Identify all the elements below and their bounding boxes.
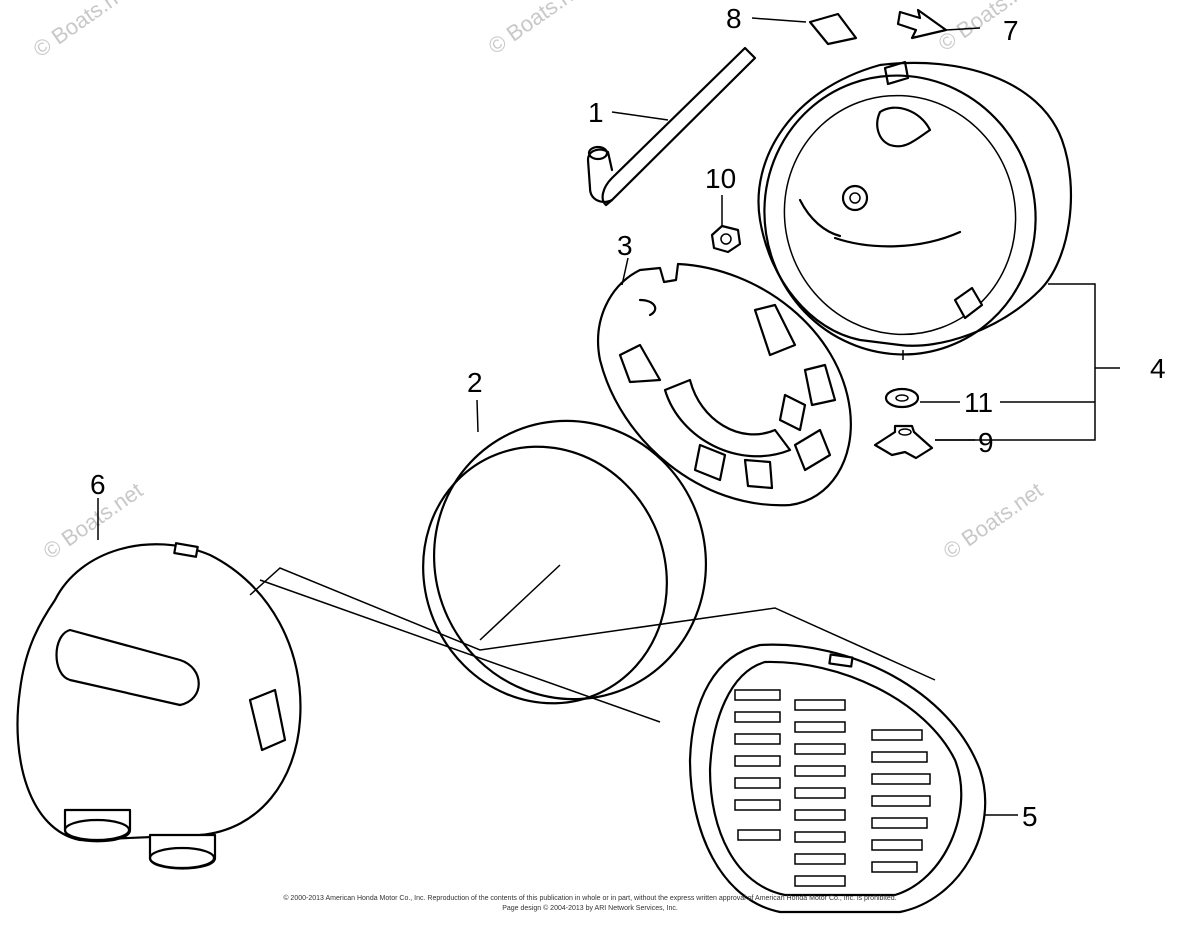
- callout-2: 2: [467, 367, 483, 398]
- callout-3: 3: [617, 230, 633, 261]
- copyright-line-2: Page design © 2004-2013 by ARI Network S…: [502, 904, 678, 912]
- part-wing-nut: [873, 424, 934, 460]
- copyright-line-1: © 2000-2013 American Honda Motor Co., In…: [283, 894, 896, 902]
- part-cleaner-cover: [16, 542, 302, 870]
- callout-7: 7: [1003, 15, 1019, 46]
- watermark-1: © Boats.net: [29, 0, 138, 62]
- part-housing: [757, 60, 1072, 360]
- part-grille: [688, 643, 987, 914]
- part-label: [808, 12, 858, 46]
- callout-11: 11: [964, 387, 993, 418]
- part-foam-element: [422, 419, 708, 705]
- callout-5: 5: [1022, 801, 1038, 832]
- callout-6: 6: [90, 469, 106, 500]
- callout-10: 10: [705, 163, 736, 194]
- part-holder-plate: [597, 262, 852, 507]
- watermark-6: © Boats.net: [939, 477, 1048, 564]
- watermark-3: © Boats.net: [934, 0, 1043, 56]
- assembly-lines: [249, 283, 1120, 723]
- callout-9: 9: [978, 427, 994, 458]
- part-arrow: [896, 8, 948, 40]
- callout-4: 4: [1150, 353, 1166, 384]
- part-breather-tube: [586, 46, 757, 207]
- leader-lines: [97, 17, 1018, 816]
- callout-8: 8: [726, 3, 742, 34]
- callout-1: 1: [588, 97, 604, 128]
- watermark-2: © Boats.net: [484, 0, 593, 59]
- part-washer: [884, 387, 920, 409]
- part-nut: [710, 224, 742, 254]
